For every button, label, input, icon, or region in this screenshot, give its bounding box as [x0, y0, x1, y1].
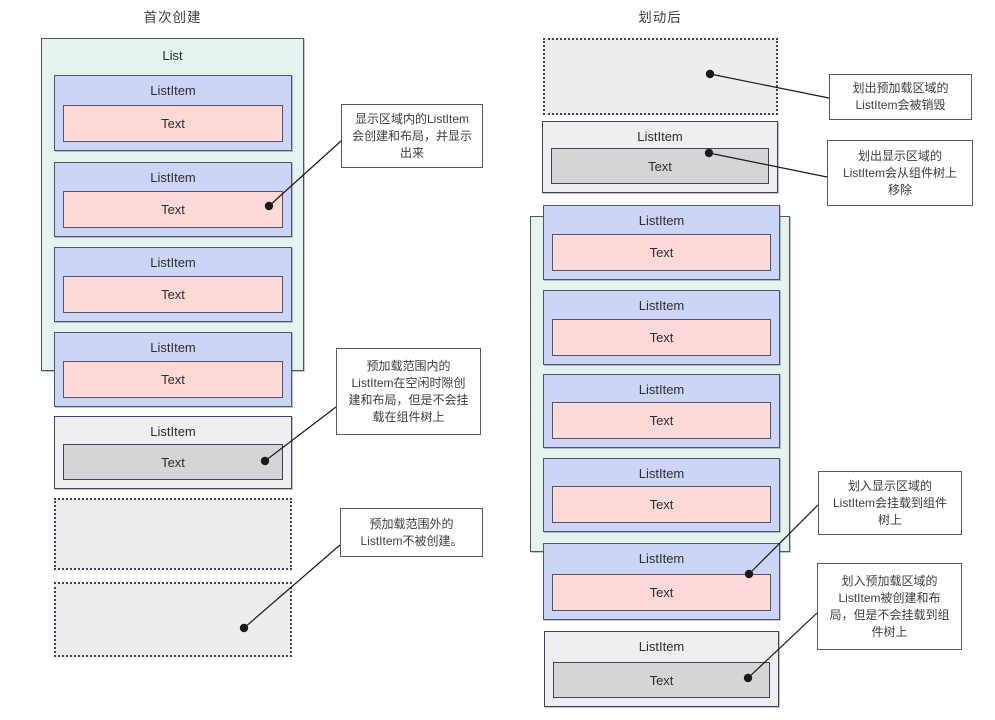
callout-line: 划出显示区域的: [857, 148, 942, 163]
listitem-label: ListItem: [638, 551, 685, 566]
listitem-box: ListItem Text: [543, 290, 780, 365]
callout-line: 树上: [877, 512, 902, 527]
callout-line: 会创建和布局，并显示: [351, 128, 472, 143]
mounted-listitem-box: ListItem Text: [543, 543, 780, 620]
callout-line: 载在组件树上: [372, 409, 445, 424]
text-box: Text: [551, 148, 769, 184]
listitem-box: ListItem Text: [543, 205, 780, 280]
preload-listitem-box: ListItem Text: [544, 631, 779, 707]
listitem-box: ListItem Text: [54, 162, 292, 237]
text-box: Text: [552, 574, 771, 611]
listitem-label: ListItem: [150, 255, 196, 270]
callout-line: 建和布局，但是不会挂: [348, 392, 469, 407]
listitem-box: ListItem Text: [543, 458, 780, 532]
list-label: List: [162, 48, 183, 63]
listitem-label: ListItem: [150, 424, 196, 439]
callout-line: 划入预加载区域的: [841, 573, 938, 588]
callout-line: ListItem被创建和布: [838, 590, 941, 605]
text-box: Text: [552, 319, 771, 356]
listitem-box: ListItem Text: [543, 374, 780, 448]
callout-line: 划入显示区域的: [847, 478, 932, 493]
right-column-title: 划动后: [638, 10, 682, 25]
text-box: Text: [63, 105, 283, 142]
callout-display-area: 显示区域内的ListItem 会创建和布局，并显示 出来: [341, 104, 483, 168]
listitem-label: ListItem: [150, 340, 196, 355]
text-box: Text: [63, 276, 283, 313]
text-box: Text: [63, 444, 283, 480]
text-box: Text: [63, 361, 283, 398]
callout-line: ListItem不被创建。: [360, 533, 463, 548]
listitem-label: ListItem: [150, 83, 196, 98]
callout-removed-from-tree: 划出显示区域的 ListItem会从组件树上 移除: [827, 140, 973, 206]
preload-listitem-box: ListItem Text: [54, 416, 292, 489]
callout-mounted-to-tree: 划入显示区域的 ListItem会挂载到组件 树上: [818, 471, 962, 535]
callout-line: 划出预加载区域的: [852, 81, 949, 95]
text-box: Text: [552, 234, 771, 271]
callout-line: ListItem会挂载到组件: [832, 495, 947, 510]
callout-created-not-mounted: 划入预加载区域的 ListItem被创建和布 局，但是不会挂载到组 件树上: [817, 563, 962, 650]
uncreated-placeholder-box: [54, 498, 292, 570]
listitem-box: ListItem Text: [54, 332, 292, 407]
listitem-label: ListItem: [638, 466, 685, 481]
listitem-label: ListItem: [150, 170, 196, 185]
callout-line: 件树上: [871, 624, 908, 639]
callout-line: 出来: [399, 145, 424, 160]
callout-destroyed: 划出预加载区域的 ListItem会被销毁: [829, 74, 972, 120]
uncreated-placeholder-box: [54, 582, 292, 657]
listitem-label: ListItem: [638, 382, 685, 397]
callout-line: 预加载范围内的: [366, 358, 451, 373]
callout-preload-range: 预加载范围内的 ListItem在空闲时隙创 建和布局，但是不会挂 载在组件树上: [336, 348, 481, 435]
listitem-label: ListItem: [638, 639, 685, 654]
callout-line: ListItem会从组件树上: [842, 165, 957, 180]
text-box: Text: [552, 402, 771, 439]
listitem-label: ListItem: [637, 129, 683, 144]
callout-line: ListItem会被销毁: [855, 98, 946, 112]
left-column-title: 首次创建: [143, 10, 202, 25]
callout-line: 显示区域内的ListItem: [354, 111, 469, 126]
listitem-label: ListItem: [638, 298, 685, 313]
callout-line: 局，但是不会挂载到组: [829, 607, 950, 622]
listitem-box: ListItem Text: [54, 247, 292, 322]
callout-line: 移除: [887, 182, 912, 197]
callout-outside-preload: 预加载范围外的 ListItem不被创建。: [340, 508, 483, 557]
text-box: Text: [63, 191, 283, 228]
destroyed-placeholder-box: [543, 38, 778, 115]
listitem-label: ListItem: [638, 213, 685, 228]
removed-listitem-box: ListItem Text: [542, 121, 778, 193]
text-box: Text: [553, 662, 770, 698]
callout-line: 预加载范围外的: [369, 516, 454, 531]
callout-line: ListItem在空闲时隙创: [351, 375, 466, 390]
listitem-box: ListItem Text: [54, 75, 292, 151]
text-box: Text: [552, 486, 771, 523]
